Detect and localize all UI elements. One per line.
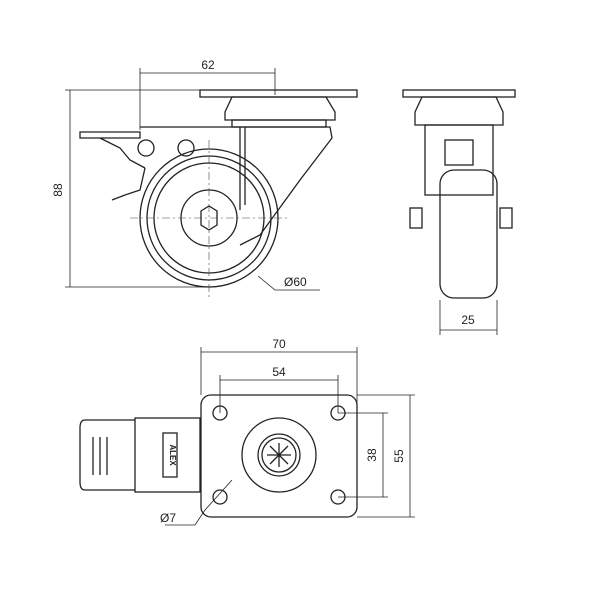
- dome-front: [414, 96, 504, 126]
- kingpin-inner: [261, 437, 297, 473]
- dim-7: Ø7: [160, 511, 176, 525]
- axle-nut-right: [499, 207, 513, 229]
- fork: [140, 126, 333, 246]
- wheel-outer: [139, 148, 279, 288]
- side-view: 62 88 Ø60: [51, 58, 358, 300]
- front-view: 25: [402, 89, 516, 335]
- swivel-dome: [224, 96, 336, 121]
- mount-plate: [200, 394, 358, 518]
- leader-60: [257, 275, 320, 291]
- dim-54: 54: [272, 365, 286, 379]
- kingpin-outer: [257, 433, 301, 477]
- leader-7: [165, 479, 233, 526]
- dim-88: 88: [51, 183, 65, 197]
- rivet: [137, 139, 155, 157]
- top-view: ALEX 70 54 38 55 Ø7: [79, 337, 415, 526]
- brand-logo-text: ALEX: [168, 444, 177, 466]
- swivel-ring: [231, 119, 327, 128]
- brake-front: [444, 139, 474, 166]
- dim-60: Ø60: [284, 275, 307, 289]
- mount-hole: [212, 489, 228, 505]
- rivet: [177, 139, 195, 157]
- fork-front: [424, 124, 494, 196]
- axle-nut-left: [409, 207, 423, 229]
- brake-pedal-top: [79, 419, 135, 491]
- brake-body-top: [134, 417, 201, 493]
- top-plate: [199, 89, 358, 98]
- dim-38: 38: [365, 448, 379, 462]
- swivel-circle: [241, 417, 317, 493]
- dim-70: 70: [272, 337, 286, 351]
- brand-logo: [162, 432, 178, 478]
- wheel-front: [439, 169, 498, 299]
- dim-62: 62: [201, 58, 215, 72]
- dim-25: 25: [461, 313, 475, 327]
- star-insert: [267, 443, 291, 467]
- top-plate-front: [402, 89, 516, 98]
- dim-55: 55: [392, 449, 406, 463]
- brake-pedal: [79, 131, 146, 169]
- brake-spring: [111, 167, 146, 201]
